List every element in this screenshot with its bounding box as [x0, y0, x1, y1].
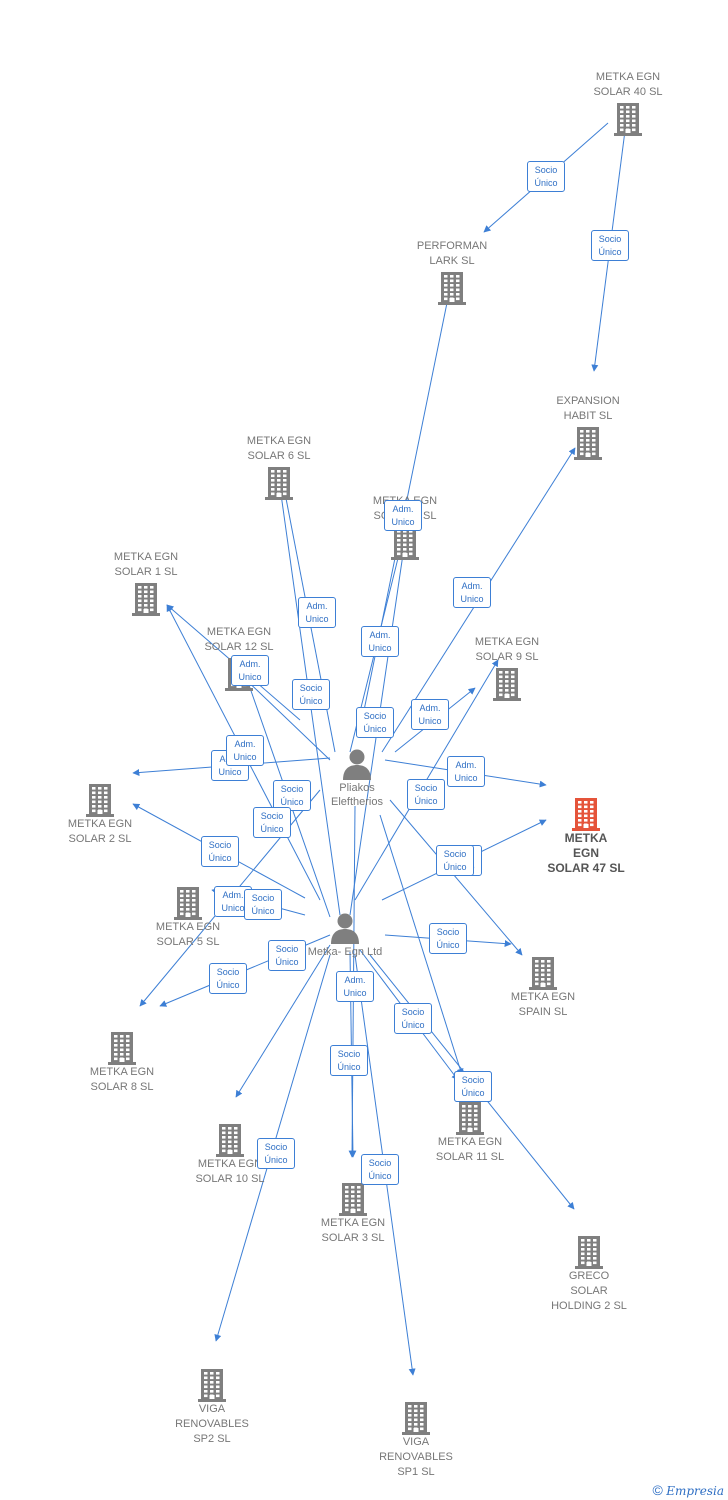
relation-tag-metkaegn-solar10[interactable]: Socio Único — [268, 940, 306, 971]
company-node-solar6[interactable]: METKA EGN SOLAR 6 SL — [219, 434, 339, 500]
company-node-performan[interactable]: PERFORMAN LARK SL — [392, 239, 512, 305]
building-icon — [529, 957, 557, 990]
company-node-solar10[interactable]: METKA EGN SOLAR 10 SL — [170, 1121, 290, 1187]
company-label: VIGA RENOVABLES SP2 SL — [175, 1403, 249, 1445]
relation-tag-metkaegn-solar5[interactable]: Socio Único — [244, 889, 282, 920]
building-icon — [438, 272, 466, 305]
company-node-viga2[interactable]: VIGA RENOVABLES SP2 SL — [152, 1366, 272, 1447]
company-label: METKA EGN SPAIN SL — [510, 991, 576, 1018]
copyright-symbol: © — [652, 1482, 663, 1498]
building-icon — [265, 467, 293, 500]
relation-tag-metkaegn-solar11[interactable]: Socio Único — [394, 1003, 432, 1034]
relation-edge-metkaegn-solar10 — [235, 944, 331, 1098]
building-icon — [108, 1032, 136, 1065]
company-node-greco[interactable]: GRECO SOLAR HOLDING 2 SL — [529, 1233, 649, 1314]
person-label: Metka- Egn Ltd — [307, 946, 383, 958]
company-label: METKA EGN SOLAR 3 SL — [320, 1217, 386, 1244]
building-icon — [493, 668, 521, 701]
building-icon — [614, 103, 642, 136]
company-node-solar3[interactable]: METKA EGN SOLAR 3 SL — [293, 1180, 413, 1246]
company-node-solar9[interactable]: METKA EGN SOLAR 9 SL — [447, 635, 567, 701]
relation-tag-metkaegn-solar1[interactable]: Socio Único — [253, 807, 291, 838]
company-node-spain[interactable]: METKA EGN SPAIN SL — [483, 954, 603, 1020]
relation-tag-pliakos-solar47[interactable]: Adm. Unico — [447, 756, 485, 787]
relation-tag-solar40-expansion[interactable]: Socio Único — [591, 230, 629, 261]
company-node-viga1[interactable]: VIGA RENOVABLES SP1 SL — [356, 1399, 476, 1480]
building-icon — [572, 798, 600, 831]
relation-edge-pliakos-solar11 — [379, 814, 464, 1076]
relation-edge-pliakos-solar12 — [237, 671, 331, 761]
company-label: METKA EGN SOLAR 40 SL — [593, 71, 663, 98]
person-icon — [331, 913, 359, 944]
footer-brand: © Empresia — [653, 1482, 724, 1498]
company-label: METKA EGN SOLAR 1 SL — [113, 551, 179, 578]
relation-tag-metkaegn-solar3[interactable]: Socio Único — [330, 1045, 368, 1076]
building-icon — [575, 1236, 603, 1269]
person-icon — [343, 749, 371, 780]
relation-tag-pliakos-expansion[interactable]: Adm. Unico — [453, 577, 491, 608]
brand-logo: Empresia — [666, 1484, 724, 1498]
person-node-pliakos[interactable]: Pliakos Eleftherios — [307, 748, 407, 809]
relation-tag-pliakos-solar6[interactable]: Adm. Unico — [298, 597, 336, 628]
relation-tag-pliakos-solar9[interactable]: Adm. Unico — [411, 699, 449, 730]
relation-tag-solar40-performan[interactable]: Socio Único — [527, 161, 565, 192]
building-icon — [339, 1183, 367, 1216]
relation-tag-metkaegn-solar6[interactable]: Socio Único — [292, 679, 330, 710]
relation-tag-metkaegn-viga2[interactable]: Socio Único — [257, 1138, 295, 1169]
building-icon — [216, 1124, 244, 1157]
company-node-solar47[interactable]: METKA EGN SOLAR 47 SL — [526, 795, 646, 876]
company-label: METKA EGN SOLAR 2 SL — [67, 818, 133, 845]
company-label: VIGA RENOVABLES SP1 SL — [379, 1436, 453, 1478]
relation-tag-metkaegn-spain[interactable]: Socio Único — [429, 923, 467, 954]
company-node-solar40[interactable]: METKA EGN SOLAR 40 SL — [568, 70, 688, 136]
relation-tag-metkaegn-viga1[interactable]: Socio Único — [361, 1154, 399, 1185]
company-node-solar8[interactable]: METKA EGN SOLAR 8 SL — [62, 1029, 182, 1095]
company-node-solar5[interactable]: METKA EGN SOLAR 5 SL — [128, 884, 248, 950]
company-label: GRECO SOLAR HOLDING 2 SL — [551, 1270, 627, 1312]
relation-edge-pliakos-spain — [389, 799, 523, 956]
building-icon — [456, 1102, 484, 1135]
relation-tag-pliakos-solar7[interactable]: Adm. Unico — [361, 626, 399, 657]
building-icon — [132, 583, 160, 616]
company-label: METKA EGN SOLAR 9 SL — [474, 636, 540, 663]
relation-tag-pliakos-performan[interactable]: Adm. Unico — [384, 500, 422, 531]
company-label: METKA EGN SOLAR 5 SL — [155, 921, 221, 948]
building-icon — [402, 1402, 430, 1435]
company-label: PERFORMAN LARK SL — [416, 240, 488, 267]
company-node-solar1[interactable]: METKA EGN SOLAR 1 SL — [86, 550, 206, 616]
company-label: METKA EGN SOLAR 12 SL — [204, 626, 274, 653]
relation-tag-metkaegn-solar7[interactable]: Socio Único — [356, 707, 394, 738]
relation-tag-metkaegn-solar12[interactable]: Socio Único — [273, 780, 311, 811]
relation-tag-metkaegn-solar8[interactable]: Socio Único — [209, 963, 247, 994]
relation-tag-metkaegn-greco[interactable]: Socio Único — [454, 1071, 492, 1102]
person-node-metkaegn[interactable]: Metka- Egn Ltd — [295, 912, 395, 959]
company-node-solar2[interactable]: METKA EGN SOLAR 2 SL — [40, 781, 160, 847]
company-label: METKA EGN SOLAR 8 SL — [89, 1066, 155, 1093]
relation-tag-metkaegn-solar47[interactable]: Socio Único — [436, 845, 474, 876]
relation-tag-metkaegn-solar9[interactable]: Socio Único — [407, 779, 445, 810]
company-node-expansion[interactable]: EXPANSION HABIT SL — [528, 394, 648, 460]
building-icon — [174, 887, 202, 920]
company-label: METKA EGN SOLAR 6 SL — [246, 435, 312, 462]
relation-tag-pliakos-solar12[interactable]: Adm. Unico — [231, 655, 269, 686]
building-icon — [198, 1369, 226, 1402]
company-node-solar11[interactable]: METKA EGN SOLAR 11 SL — [410, 1099, 530, 1165]
relation-tag-pliakos-solar1[interactable]: Adm. Unico — [226, 735, 264, 766]
relation-tag-metkaegn-solar2[interactable]: Socio Único — [201, 836, 239, 867]
company-label: METKA EGN SOLAR 10 SL — [195, 1158, 265, 1185]
relation-tag-pliakos-solar3[interactable]: Adm. Unico — [336, 971, 374, 1002]
company-label: METKA EGN SOLAR 47 SL — [547, 831, 625, 875]
building-icon — [391, 527, 419, 560]
company-label: EXPANSION HABIT SL — [556, 395, 620, 422]
building-icon — [86, 784, 114, 817]
person-label: Pliakos Eleftherios — [331, 782, 383, 808]
company-label: METKA EGN SOLAR 11 SL — [435, 1136, 505, 1163]
building-icon — [574, 427, 602, 460]
